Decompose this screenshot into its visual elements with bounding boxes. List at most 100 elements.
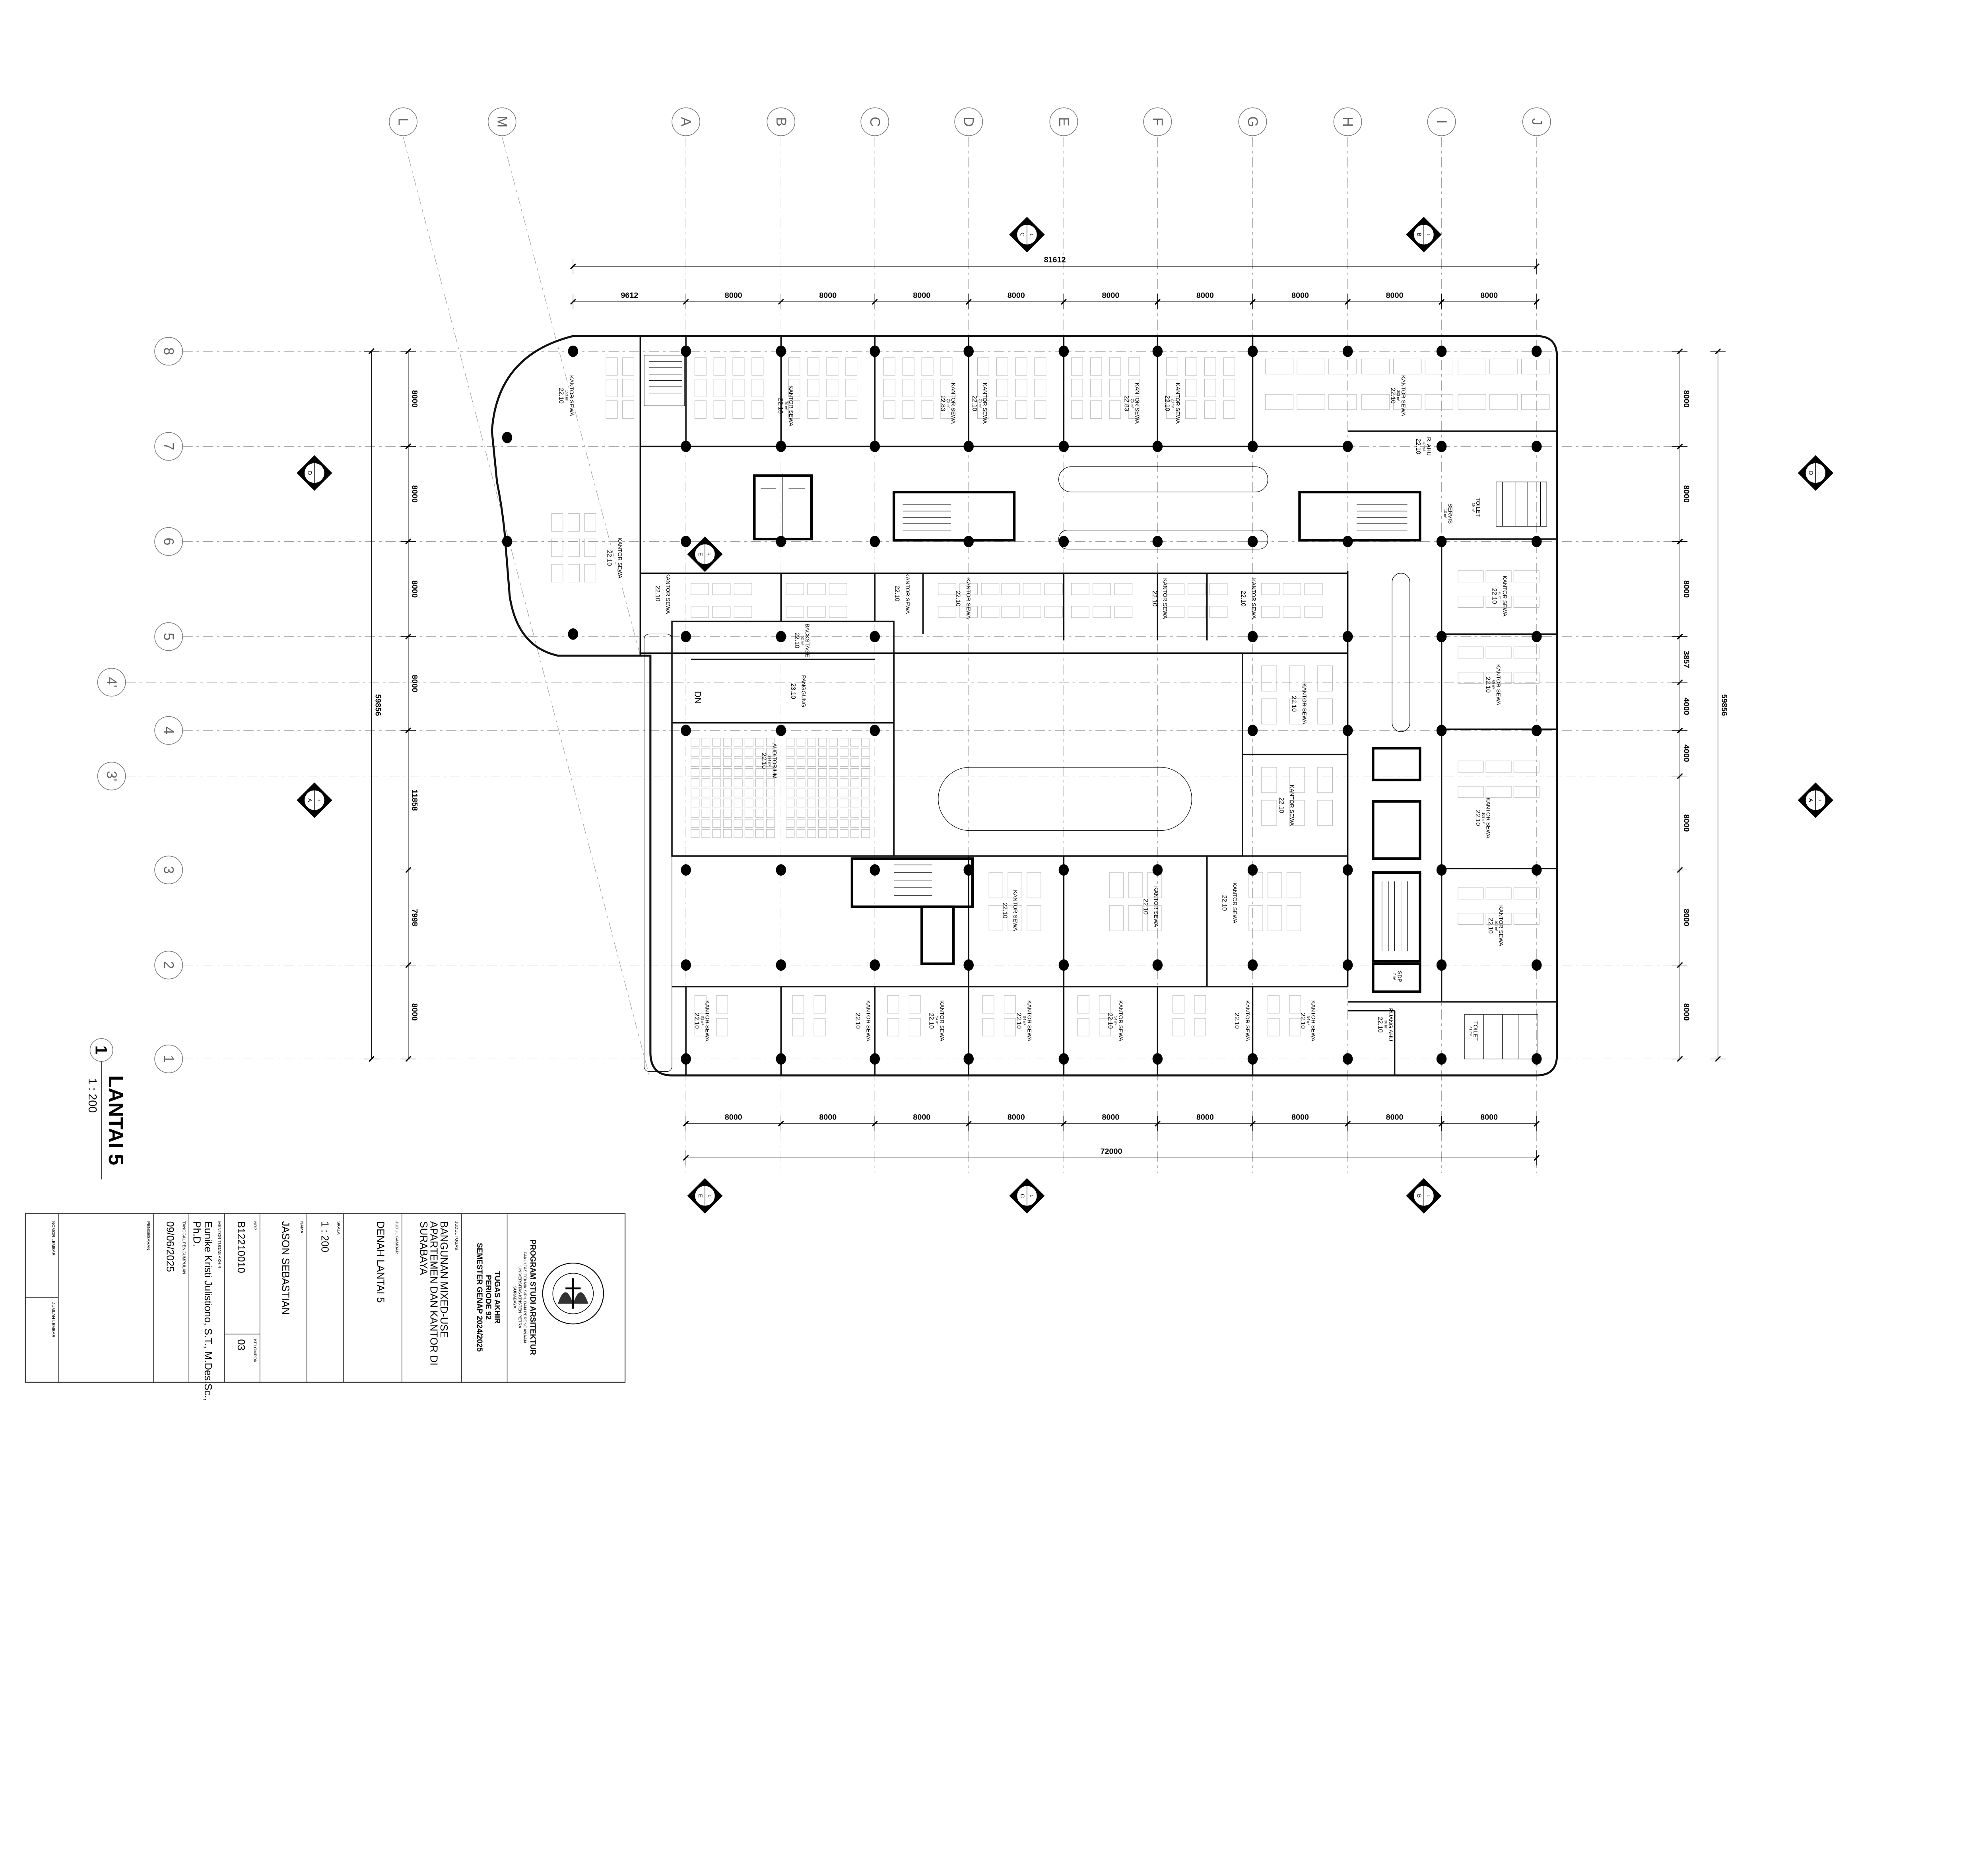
auditorium-seat (829, 768, 838, 777)
structural-column (776, 959, 786, 971)
desk (1289, 800, 1305, 826)
auditorium-seat (734, 778, 743, 787)
room-name: KANTOR SEWA (704, 1001, 711, 1042)
desk (606, 400, 618, 419)
desk (883, 357, 895, 376)
grid-bubble-col (672, 107, 700, 136)
section-marker[interactable]: 1A (297, 782, 332, 818)
room-name: KANTOR SEWA (1232, 882, 1238, 923)
section-marker[interactable]: 1C (1009, 217, 1045, 253)
desk (1194, 1018, 1206, 1036)
desk (716, 1018, 728, 1036)
room-level: 22.10 (928, 1013, 935, 1029)
desk (1261, 800, 1277, 826)
auditorium-seat (807, 778, 816, 787)
auditorium-seat (744, 819, 753, 828)
desk (981, 583, 1000, 595)
desk (732, 379, 745, 397)
auditorium-seat (691, 788, 700, 797)
desk (807, 606, 826, 618)
section-marker-number: 1 (1029, 1195, 1033, 1197)
grid-label-col: F (1150, 117, 1165, 126)
dimension-left: 8000 (410, 485, 419, 503)
desk (1185, 400, 1197, 419)
desk (1188, 583, 1206, 595)
auditorium-seat (861, 788, 870, 797)
dimension-right: 8000 (1682, 485, 1691, 503)
auditorium-seat (734, 809, 743, 818)
room-level: 22.10 (1487, 918, 1494, 934)
auditorium-seat (744, 778, 753, 787)
desk (1289, 767, 1305, 793)
auditorium-seat (691, 748, 700, 757)
dimension-total-bottom: 72000 (1100, 1147, 1122, 1156)
desk (788, 357, 800, 376)
desk (909, 995, 921, 1014)
desk (887, 1018, 899, 1036)
auditorium-seat (818, 778, 827, 787)
room-name: BACKSTAGE (804, 624, 811, 657)
auditorium-seat (744, 788, 753, 797)
desk (792, 1018, 804, 1036)
auditorium-seat (691, 758, 700, 767)
desk (829, 583, 847, 595)
desk (1114, 583, 1133, 595)
structural-column (681, 959, 691, 971)
desk (1297, 394, 1325, 410)
desk (1034, 379, 1046, 397)
desk (813, 995, 826, 1014)
section-marker[interactable]: 1D (297, 455, 332, 491)
auditorium-seat (807, 799, 816, 808)
room-level: 22.10 (693, 1013, 700, 1029)
section-marker[interactable]: 1D (1798, 455, 1833, 491)
dimension-top: 8000 (1386, 291, 1404, 300)
desk (829, 606, 847, 618)
desk (1166, 379, 1178, 397)
view-number: 1 (92, 1046, 111, 1055)
desk (1071, 400, 1083, 419)
desk (751, 357, 764, 376)
room-level: 22.10 (1415, 439, 1421, 455)
auditorium-seat (734, 738, 743, 747)
desk (1128, 400, 1140, 419)
auditorium-seat (861, 778, 870, 787)
room-name: KANTOR SEWA (1502, 575, 1508, 616)
section-marker[interactable]: 1E (687, 536, 723, 572)
structural-column (681, 725, 691, 737)
auditorium-seat (807, 788, 816, 797)
room-area: 103 m² (1481, 812, 1485, 824)
desk (1393, 394, 1422, 410)
section-marker[interactable]: 1E (687, 1178, 723, 1214)
desk (584, 538, 596, 557)
section-marker[interactable]: 1A (1798, 782, 1833, 818)
grid-bubble-col (954, 107, 983, 136)
structural-column (681, 1053, 691, 1065)
dimension-right: 8000 (1682, 580, 1691, 598)
room-area: 70 m² (978, 399, 982, 408)
auditorium-seat (829, 809, 838, 818)
structural-column (1247, 864, 1258, 876)
skala-value: 1 : 200 (319, 1221, 330, 1252)
auditorium-seat (861, 748, 870, 757)
desk (1521, 358, 1550, 375)
planter-left (644, 634, 672, 1072)
section-marker[interactable]: 1C (1009, 1178, 1045, 1214)
desk (1458, 760, 1484, 773)
desk (1261, 665, 1277, 692)
structural-column (1532, 631, 1542, 643)
grid-bubble-col (767, 107, 796, 136)
grid-label-row: 8 (161, 348, 177, 356)
room-level: 22.10 (761, 753, 767, 769)
desk (1090, 379, 1102, 397)
structural-column (1342, 959, 1353, 971)
room-name: KANTOR SEWA (1118, 1001, 1124, 1042)
section-marker-number: 1 (1818, 472, 1822, 474)
desk (1458, 672, 1484, 684)
